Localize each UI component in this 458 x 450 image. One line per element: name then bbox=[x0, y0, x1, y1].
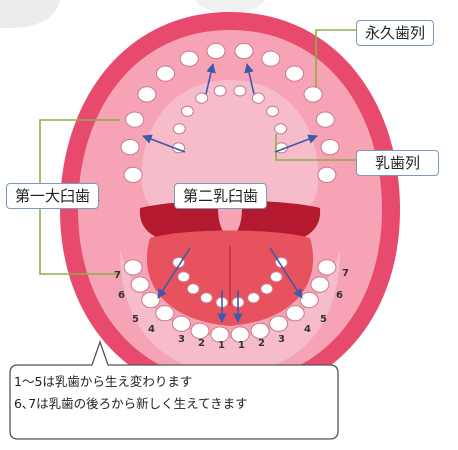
lower-permanent-tooth bbox=[130, 276, 150, 293]
face-shadow-left bbox=[0, 0, 60, 29]
label-permanent-dentition: 永久歯列 bbox=[356, 20, 435, 46]
uvula bbox=[218, 208, 242, 236]
leader-permanent bbox=[315, 29, 356, 88]
arrow-upper-right-incisor bbox=[244, 63, 255, 95]
tooth-number-left-1: 1 bbox=[218, 340, 225, 351]
upper-permanent-tooth bbox=[156, 65, 175, 82]
lower-primary-tooth bbox=[177, 271, 191, 283]
lower-permanent-tooth bbox=[299, 291, 319, 309]
upper-permanent-tooth bbox=[285, 65, 304, 82]
label-primary-dentition: 乳歯列 bbox=[356, 150, 440, 176]
upper-permanent-tooth bbox=[120, 139, 140, 156]
upper-permanent-tooth bbox=[206, 42, 226, 60]
tooth-number-left-2: 2 bbox=[198, 338, 205, 349]
tooth-number-left-6: 6 bbox=[118, 290, 125, 301]
lower-permanent-tooth bbox=[210, 326, 230, 343]
upper-permanent-teeth bbox=[120, 42, 340, 183]
lower-permanent-tooth bbox=[155, 305, 175, 322]
lower-permanent-tooth bbox=[230, 326, 250, 343]
tooth-number-right-1: 1 bbox=[238, 340, 245, 351]
note-line-2: 6､7は乳歯の後ろから新しく生えてきます bbox=[14, 396, 248, 411]
lower-permanent-tooth bbox=[269, 315, 289, 332]
arrow-lower-right-molar bbox=[269, 247, 303, 299]
upper-primary-tooth bbox=[180, 105, 194, 117]
leader-primary bbox=[275, 134, 356, 161]
tooth-number-left-7: 7 bbox=[114, 270, 121, 281]
upper-primary-tooth bbox=[213, 85, 227, 97]
upper-permanent-tooth bbox=[261, 50, 281, 67]
upper-permanent-tooth bbox=[317, 166, 337, 183]
upper-permanent-tooth bbox=[125, 111, 145, 128]
upper-primary-tooth bbox=[266, 105, 280, 117]
arrow-upper-right-molar bbox=[274, 134, 318, 153]
upper-primary-tooth bbox=[251, 92, 265, 104]
tooth-number-right-6: 6 bbox=[336, 290, 343, 301]
upper-permanent-tooth bbox=[137, 86, 157, 103]
arrow-lower-left-molar bbox=[157, 247, 191, 299]
lower-permanent-teeth bbox=[123, 259, 337, 343]
lower-permanent-tooth bbox=[317, 259, 337, 276]
nose-shadow bbox=[195, 0, 265, 14]
tooth-number-left-3: 3 bbox=[178, 334, 185, 345]
upper-permanent-tooth bbox=[179, 50, 199, 67]
lower-primary-tooth bbox=[269, 271, 283, 283]
upper-primary-tooth bbox=[195, 92, 209, 104]
arrow-upper-left-incisor bbox=[205, 63, 216, 95]
note-line-1: 1〜5は乳歯から生え変わります bbox=[14, 374, 193, 389]
eruption-arrows bbox=[142, 63, 318, 323]
lower-permanent-tooth bbox=[171, 315, 191, 332]
arrow-upper-left-molar bbox=[142, 134, 186, 153]
upper-permanent-tooth bbox=[320, 139, 340, 156]
label-first-molar: 第一大臼歯 bbox=[6, 183, 100, 209]
upper-permanent-tooth bbox=[234, 42, 254, 60]
lower-permanent-tooth bbox=[141, 291, 161, 309]
lower-gum bbox=[120, 250, 340, 374]
lower-permanent-tooth bbox=[190, 322, 210, 339]
label-second-primary-molar: 第二乳臼歯 bbox=[174, 183, 268, 209]
note-bubble bbox=[9, 340, 339, 440]
lower-permanent-tooth bbox=[285, 305, 305, 322]
lower-permanent-tooth bbox=[250, 322, 270, 339]
tooth-number-right-3: 3 bbox=[278, 334, 285, 345]
upper-permanent-tooth bbox=[315, 111, 335, 128]
tooth-number-right-7: 7 bbox=[342, 268, 349, 279]
tooth-number-right-5: 5 bbox=[320, 314, 327, 325]
tooth-number-right-4: 4 bbox=[304, 324, 311, 335]
lower-permanent-tooth bbox=[123, 259, 143, 276]
lower-primary-tooth bbox=[199, 292, 213, 304]
upper-primary-teeth bbox=[172, 85, 288, 154]
tooth-number-right-2: 2 bbox=[258, 338, 265, 349]
upper-permanent-tooth bbox=[303, 86, 323, 103]
upper-primary-tooth bbox=[233, 85, 247, 97]
lower-permanent-tooth bbox=[310, 276, 330, 293]
lower-primary-tooth bbox=[260, 283, 274, 295]
upper-primary-tooth bbox=[172, 123, 186, 135]
lower-primary-tooth bbox=[186, 283, 200, 295]
tooth-number-left-5: 5 bbox=[132, 314, 139, 325]
upper-permanent-tooth bbox=[123, 166, 143, 183]
upper-primary-tooth bbox=[274, 123, 288, 135]
lower-primary-tooth bbox=[247, 292, 261, 304]
tooth-number-left-4: 4 bbox=[148, 324, 155, 335]
